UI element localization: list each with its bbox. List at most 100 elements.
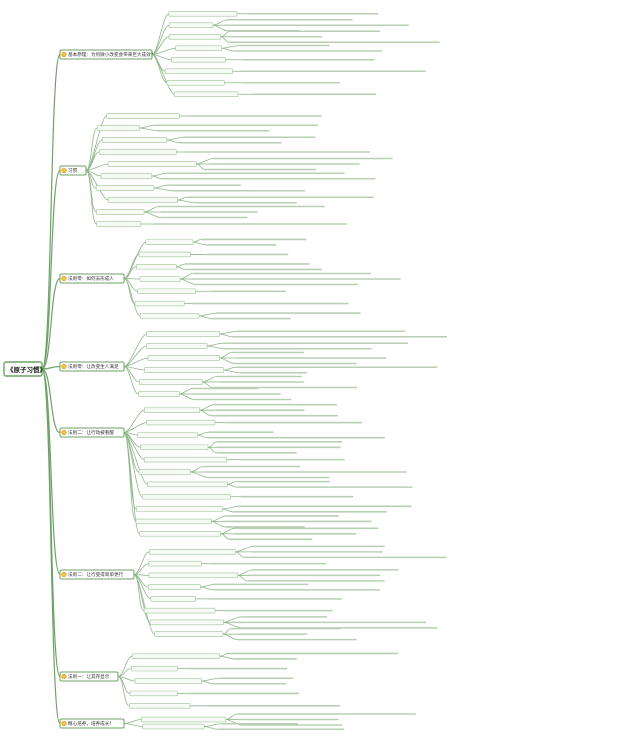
sub-node[interactable] <box>137 432 198 438</box>
branch-rule-zero-satisfy[interactable]: 法则零：让改变生人满足 <box>59 361 125 372</box>
branch-cultivate[interactable]: 精心培养，培养成长！ <box>59 718 125 729</box>
sub-node[interactable] <box>134 678 202 684</box>
sub-node[interactable] <box>168 11 238 17</box>
sub-node[interactable] <box>146 419 216 426</box>
branch-habit[interactable]: 习惯 <box>59 165 87 176</box>
sub-node[interactable] <box>140 444 209 450</box>
sub-node[interactable] <box>147 355 220 361</box>
branch-rule-two-simple[interactable]: 法则二：让行变得简单更行 <box>59 569 135 580</box>
sub-node[interactable] <box>139 313 200 319</box>
connector-line <box>201 677 220 682</box>
root-label: 《原子习惯》 <box>7 365 46 374</box>
connector-line <box>41 53 61 370</box>
sub-node[interactable] <box>141 494 231 500</box>
connector-line <box>41 169 61 370</box>
sub-node[interactable] <box>107 197 178 203</box>
sub-node[interactable] <box>149 619 224 626</box>
sub-node[interactable] <box>136 264 177 270</box>
branch-rule-zero-form[interactable]: 法则零：如何去形成人 <box>59 273 125 284</box>
connector-line <box>207 441 218 448</box>
branch-rule-two-visible[interactable]: 法则二：让行动被看醒 <box>59 427 125 438</box>
sub-node[interactable] <box>146 343 208 349</box>
connector-line <box>123 357 148 367</box>
sub-node[interactable] <box>131 653 220 659</box>
sub-node[interactable] <box>135 518 212 525</box>
sub-node[interactable] <box>138 251 191 258</box>
sub-node[interactable] <box>137 288 197 294</box>
note-icon <box>61 363 67 370</box>
branch-rule-one-show[interactable]: 法则一：让其存显示 <box>59 671 119 682</box>
sub-node[interactable] <box>148 549 236 555</box>
sub-node[interactable] <box>154 631 224 637</box>
connector-line <box>177 196 187 201</box>
sub-node[interactable] <box>145 239 194 245</box>
sub-node[interactable] <box>166 80 225 86</box>
sub-node[interactable] <box>171 57 226 63</box>
sub-node[interactable] <box>140 716 227 723</box>
branch-basic-principle[interactable]: 基本原理：为何微小改变会带来巨大成效？ <box>59 49 155 60</box>
connector-line <box>123 719 142 724</box>
connector-line <box>201 680 214 685</box>
sub-node[interactable] <box>168 22 214 28</box>
sub-node[interactable] <box>95 185 155 191</box>
sub-node[interactable] <box>129 690 178 697</box>
sub-node[interactable] <box>143 607 216 614</box>
sub-node[interactable] <box>143 456 228 463</box>
sub-node[interactable] <box>135 506 223 512</box>
connector-line <box>200 586 215 591</box>
sub-node[interactable] <box>99 149 177 155</box>
sub-node[interactable] <box>144 407 200 413</box>
connector-line <box>219 357 235 364</box>
sub-node[interactable] <box>138 379 203 385</box>
sub-node[interactable] <box>164 68 233 74</box>
sub-node[interactable] <box>106 113 180 119</box>
connector-line <box>176 266 186 270</box>
sub-node[interactable] <box>146 331 220 337</box>
connector-line <box>197 431 209 436</box>
sub-node[interactable] <box>96 125 140 131</box>
connector-line <box>202 376 218 383</box>
sub-node[interactable] <box>139 531 222 537</box>
sub-node[interactable] <box>148 572 239 579</box>
sub-node[interactable] <box>150 596 196 602</box>
connector-line <box>211 515 226 522</box>
sub-node[interactable] <box>96 209 145 215</box>
connector-line <box>144 206 160 213</box>
sub-node[interactable] <box>134 300 185 307</box>
connector-line <box>227 481 237 485</box>
sub-node[interactable] <box>144 367 224 373</box>
connector-lines <box>41 13 253 730</box>
sub-node[interactable] <box>107 161 197 167</box>
note-icon <box>61 571 67 578</box>
sub-node[interactable] <box>148 584 201 590</box>
sub-node[interactable] <box>142 723 205 730</box>
sub-node[interactable] <box>148 560 202 567</box>
connector-line <box>123 366 139 395</box>
connector-line <box>85 127 98 171</box>
connector-line <box>198 315 212 320</box>
sub-node[interactable] <box>175 45 222 51</box>
sub-node[interactable] <box>138 469 191 475</box>
sub-node[interactable] <box>101 137 168 143</box>
sub-node[interactable] <box>129 703 191 709</box>
sub-node[interactable] <box>139 276 181 282</box>
sub-node[interactable] <box>96 221 141 227</box>
branch-label-7: 精心培养，培养成长！ <box>68 720 114 727</box>
connector-line <box>212 24 228 32</box>
connector-line <box>219 330 237 335</box>
sub-node[interactable] <box>174 91 239 97</box>
connector-line <box>200 583 215 588</box>
root-node[interactable]: 《原子习惯》 <box>3 361 46 377</box>
connector-line <box>219 655 235 660</box>
connector-line <box>219 653 230 657</box>
sub-node[interactable] <box>138 391 180 397</box>
connector-line <box>197 434 207 439</box>
connector-line <box>221 45 240 49</box>
sub-node[interactable] <box>131 665 178 672</box>
connector-line <box>179 388 193 395</box>
sub-node[interactable] <box>100 173 153 179</box>
branch-label-3: 法则零：让改变生人满足 <box>68 363 119 370</box>
connector-line <box>193 238 202 243</box>
sub-node[interactable] <box>168 34 222 40</box>
sub-node[interactable] <box>146 481 228 488</box>
